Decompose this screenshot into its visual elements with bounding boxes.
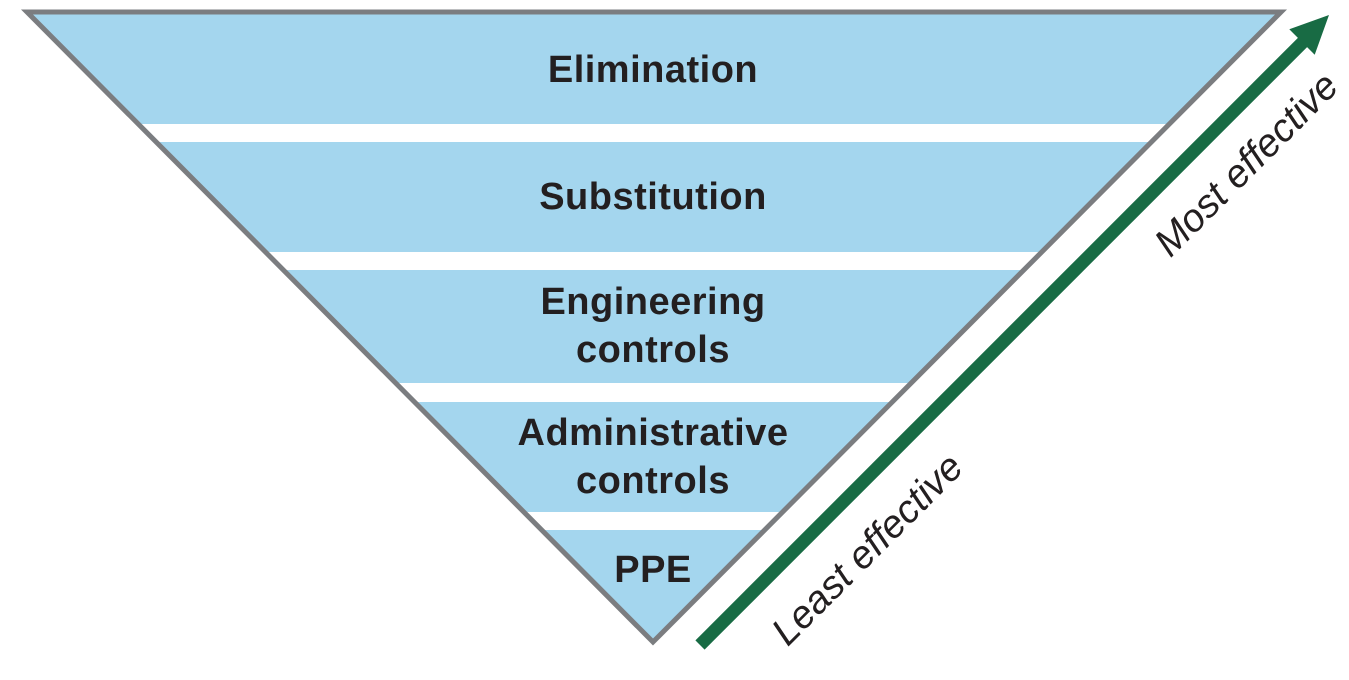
effectiveness-arrow [695, 15, 1329, 650]
pyramid-level-elimination: Elimination [547, 49, 759, 91]
band-separator [27, 512, 1281, 530]
pyramid-level-ppe: PPE [614, 549, 692, 591]
band-separator [27, 252, 1281, 270]
pyramid-level-engineering-controls: Engineering controls [540, 281, 766, 371]
band-separator [27, 124, 1281, 142]
pyramid-outline [20, 9, 1288, 646]
pyramid-level-administrative-controls: Administrative controls [517, 412, 789, 502]
effectiveness-arrow-shaft [695, 37, 1308, 650]
pyramid-level-substitution: Substitution [539, 176, 767, 218]
band-separator [27, 383, 1281, 402]
effectiveness-arrowhead-icon [1289, 15, 1329, 55]
pyramid-fill [27, 12, 1281, 642]
